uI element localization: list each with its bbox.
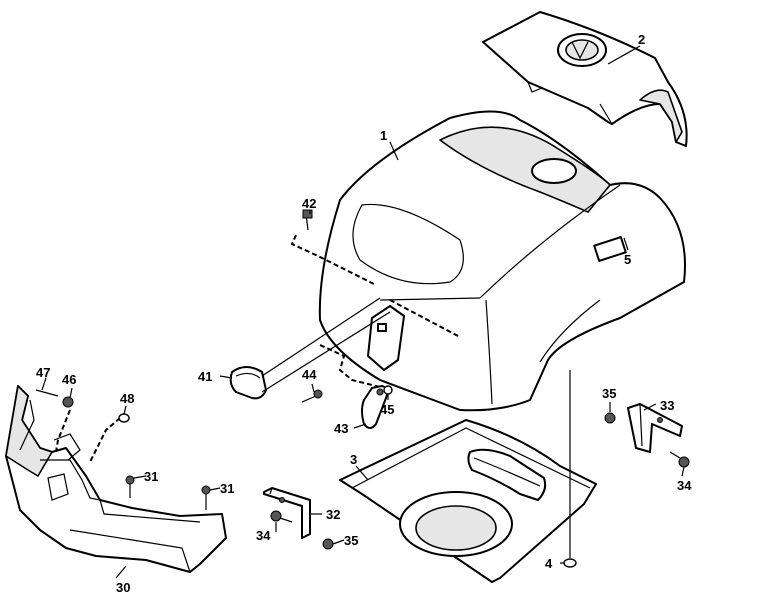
part-front-bumper [5,385,227,573]
callout-2: 2 [638,32,645,47]
callout-33: 33 [660,398,674,413]
callout-labels: 1 2 3 4 5 30 31 31 32 33 34 34 35 35 41 … [36,32,692,595]
callout-32: 32 [326,507,340,522]
mount-line-48 [89,417,121,463]
part-nut-45 [383,385,393,395]
part-screw-34a [270,510,293,523]
part-hood-bracket-plate [367,305,405,371]
callout-31b: 31 [220,481,234,496]
callout-35b: 35 [602,386,616,401]
part-lens-41 [229,366,267,400]
part-screw-44 [301,389,323,403]
part-main-hood [318,110,686,412]
callout-34a: 34 [256,528,271,543]
part-bracket-32 [263,487,311,539]
callout-30: 30 [116,580,130,595]
part-screw-34b [669,451,690,468]
part-screw-31a [125,475,135,498]
callout-43: 43 [334,421,348,436]
callout-46: 46 [62,372,76,387]
part-screw-42 [302,209,313,231]
leader-lines [41,45,685,579]
callout-3: 3 [350,452,357,467]
part-top-lid [482,11,688,147]
callout-35a: 35 [344,533,358,548]
mount-line-45 [319,344,385,389]
part-nut-46 [62,396,74,408]
callout-34b: 34 [677,478,692,493]
part-washer-48 [118,413,130,423]
part-nut-35a [322,538,334,550]
part-bracket-33 [627,403,683,453]
callout-41: 41 [198,369,212,384]
part-screw-47 [35,389,59,397]
callout-5: 5 [624,252,631,267]
callout-47: 47 [36,365,50,380]
callout-4: 4 [545,556,553,571]
callout-48: 48 [120,391,134,406]
callout-1: 1 [380,128,387,143]
part-floor-plate [339,419,597,583]
callout-31a: 31 [144,469,158,484]
callout-42: 42 [302,196,316,211]
callout-45: 45 [380,402,394,417]
mount-line-42 [290,234,375,285]
callout-44: 44 [302,367,317,382]
mount-line-46 [55,409,71,453]
part-screw-31b [201,485,211,510]
part-nut-35b [604,412,616,424]
part-grommet-4 [563,558,577,568]
mount-line-hood-front [389,299,459,337]
